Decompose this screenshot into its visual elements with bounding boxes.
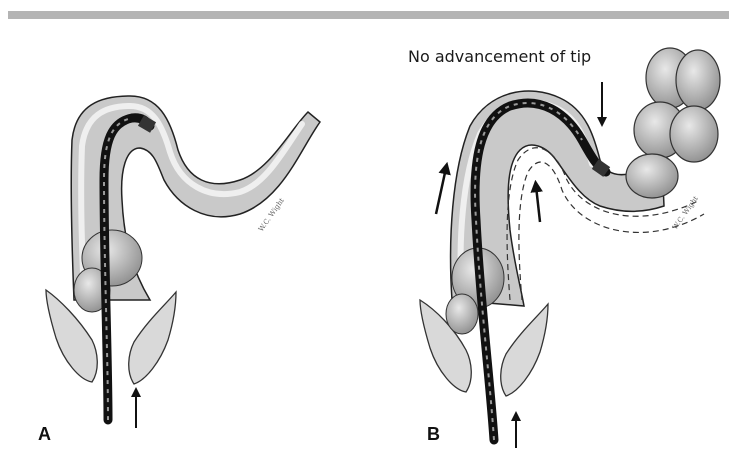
panel-label-b: B <box>427 424 440 445</box>
loop-inner-arrow-b <box>536 186 540 222</box>
descending-colon-b <box>626 48 720 198</box>
panel-label-a: A <box>38 424 51 445</box>
annotation-no-advancement: No advancement of tip <box>408 47 591 66</box>
anus-right-flap-b <box>501 304 548 396</box>
panel-a: W.C. Wight <box>46 96 320 428</box>
loop-up-arrow-b <box>436 168 446 214</box>
panel-b: W.C. Wight <box>420 48 720 448</box>
rectal-fold-b2 <box>446 294 478 334</box>
artist-signature-b: W.C. Wight <box>671 195 700 232</box>
anus-right-flap-a <box>129 292 176 384</box>
